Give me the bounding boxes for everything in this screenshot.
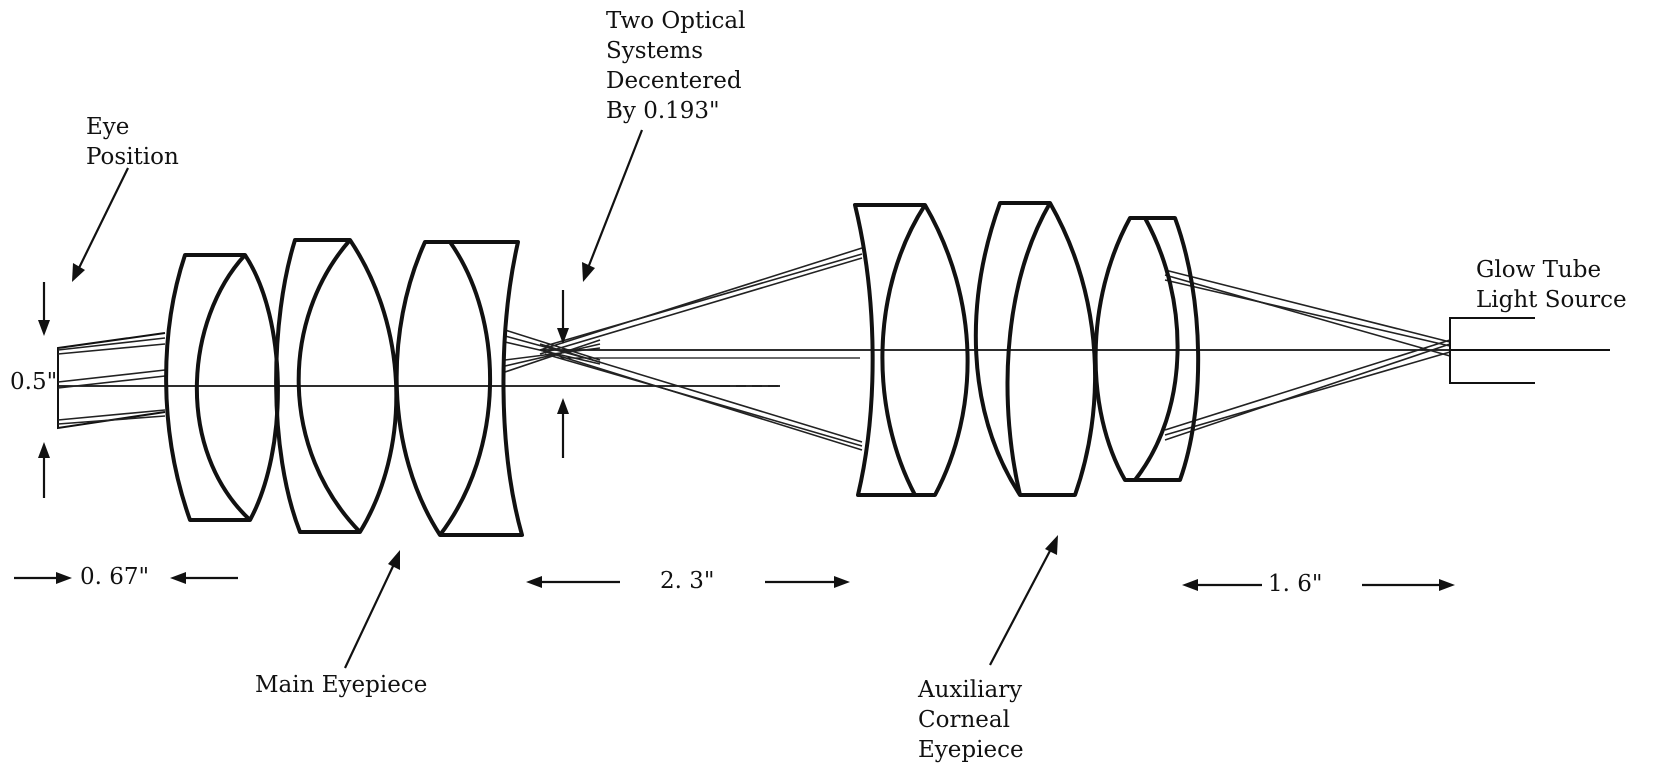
dimension-23 (526, 576, 850, 588)
source-ray-bundle (1164, 269, 1451, 441)
aperture-dimension (38, 282, 50, 498)
decenter-dimension (557, 290, 569, 458)
auxiliary-eyepiece-lenses (853, 201, 1201, 497)
main-eyepiece-leader (344, 561, 396, 669)
dimension-067 (14, 572, 238, 584)
auxiliary-lens-3 (1093, 216, 1201, 482)
eye-position-label: Eye Position (86, 114, 179, 170)
auxiliary-eyepiece-label: Auxiliary Corneal Eyepiece (918, 677, 1024, 763)
decenter-leader (586, 129, 644, 269)
transfer-ray-bundle (539, 247, 863, 451)
main-lens-3 (394, 240, 524, 537)
glow-tube-label: Glow Tube Light Source (1476, 257, 1627, 313)
dimension-16 (1182, 579, 1455, 591)
main-lens-2 (274, 238, 399, 534)
eye-position-leader (77, 167, 129, 271)
auxiliary-lens-1 (853, 203, 970, 497)
auxiliary-leader (989, 546, 1053, 666)
main-lens-1 (164, 253, 280, 522)
dimension-067-label: 0. 67" (80, 564, 150, 590)
dimension-23-label: 2. 3" (660, 568, 715, 594)
dimension-16-label: 1. 6" (1268, 571, 1323, 597)
main-eyepiece-label: Main Eyepiece (255, 672, 428, 698)
main-eyepiece-lenses (164, 238, 524, 537)
leader-lines (72, 129, 1058, 669)
aperture-dimension-label: 0.5" (10, 369, 58, 395)
auxiliary-lens-2 (973, 201, 1098, 497)
decenter-label: Two Optical Systems Decentered By 0.193" (606, 8, 746, 124)
